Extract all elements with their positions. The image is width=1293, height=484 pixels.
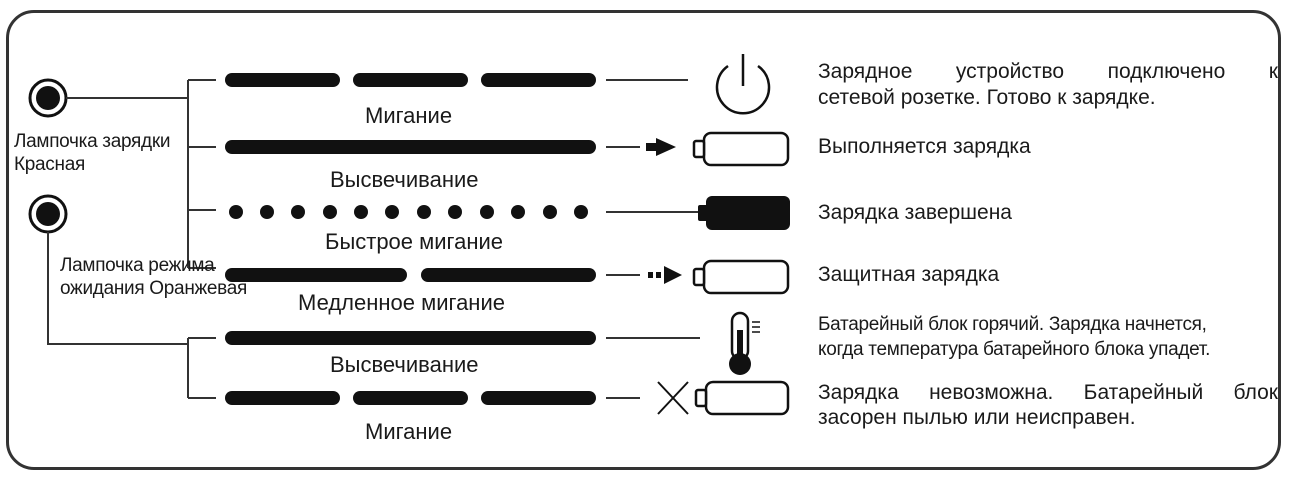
connector-lines <box>47 79 216 399</box>
description-line: Выполняется зарядка <box>818 135 1031 158</box>
description-line: когда температура батарейного блока упад… <box>818 339 1211 360</box>
pattern-label: Мигание <box>365 419 453 444</box>
description-line: Зарядка завершена <box>818 201 1012 224</box>
description-line: сетевой розетке. Готово к зарядке. <box>818 86 1156 109</box>
dotted-arrow-into-battery-icon <box>648 259 790 295</box>
pattern-label: Медленное мигание <box>298 290 505 315</box>
cross-battery-icon <box>657 380 790 416</box>
diagram-frame <box>6 10 1281 470</box>
pattern-label: Высвечивание <box>330 352 479 377</box>
description-line: Зарядное устройство подключено к <box>818 60 1278 83</box>
pattern-fast-blink <box>229 205 588 219</box>
full-battery-icon <box>698 196 790 230</box>
description-line: Защитная зарядка <box>818 263 1000 286</box>
arrow-into-battery-icon <box>646 131 790 167</box>
description-line: Батарейный блок горячий. Зарядка начнетс… <box>818 314 1207 335</box>
pattern-label: Мигание <box>365 103 453 128</box>
orange-lamp-label: Лампочка режима ожидания Оранжевая <box>60 255 248 299</box>
orange-lamp-icon <box>28 194 68 234</box>
red-lamp-icon <box>28 78 68 118</box>
description-line: засорен пылью или неисправен. <box>818 406 1136 429</box>
power-icon <box>715 54 771 115</box>
pattern-label: Высвечивание <box>330 167 479 192</box>
description-line: Зарядка невозможна. Батарейный блок <box>818 381 1278 404</box>
pattern-label: Быстрое мигание <box>325 229 504 254</box>
red-lamp-label: Лампочка зарядки Красная <box>14 131 171 175</box>
thermometer-icon <box>729 311 760 375</box>
